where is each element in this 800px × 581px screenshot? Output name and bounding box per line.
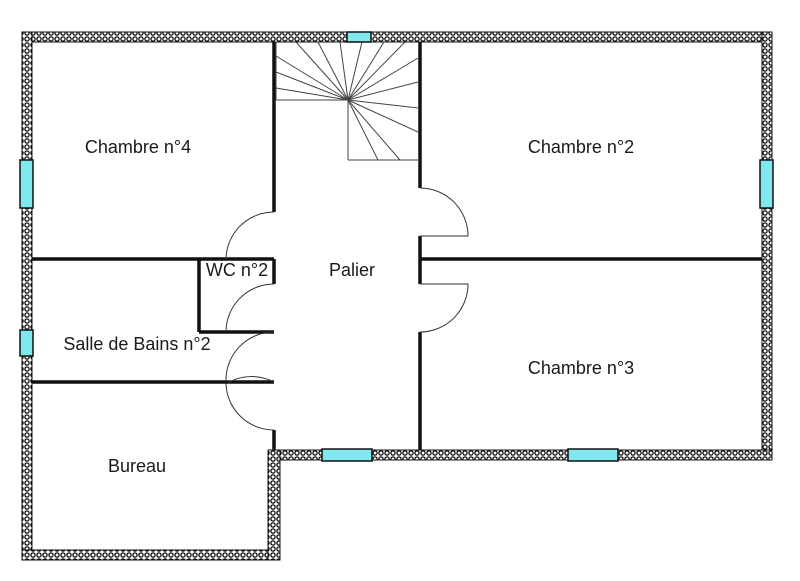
room-label-salle-de-bains-2: Salle de Bains n°2: [63, 334, 210, 354]
door-bureau: [225, 376, 275, 431]
room-label-palier: Palier: [329, 260, 375, 280]
room-label-wc-2: WC n°2: [206, 260, 268, 280]
wall-top: [21, 31, 773, 43]
window-right-chambre2: [759, 159, 774, 209]
window-bottom-chambre3: [567, 448, 619, 462]
windows: [19, 31, 774, 462]
room-labels: Chambre n°4 Chambre n°2 Chambre n°3 WC n…: [63, 137, 634, 476]
room-label-bureau: Bureau: [108, 456, 166, 476]
exterior-walls: [21, 31, 773, 561]
window-bottom-palier: [321, 448, 373, 462]
wall-bureau-right: [267, 449, 281, 561]
door-chambre4: [225, 211, 275, 260]
room-label-chambre-2: Chambre n°2: [528, 137, 634, 157]
wall-left: [21, 31, 33, 561]
staircase: [275, 41, 419, 161]
room-label-chambre-4: Chambre n°4: [85, 137, 191, 157]
wall-bottom-left: [21, 549, 281, 561]
door-chambre3: [419, 283, 469, 333]
window-left-chambre4: [19, 159, 34, 209]
window-top-stair: [346, 31, 372, 43]
doors: [225, 187, 469, 431]
door-chambre2: [419, 187, 469, 237]
room-label-chambre-3: Chambre n°3: [528, 358, 634, 378]
window-left-bain: [19, 329, 34, 357]
door-wc: [225, 283, 275, 333]
wall-right: [761, 31, 773, 461]
interior-walls: [32, 42, 762, 450]
door-salle-de-bains: [225, 331, 275, 381]
